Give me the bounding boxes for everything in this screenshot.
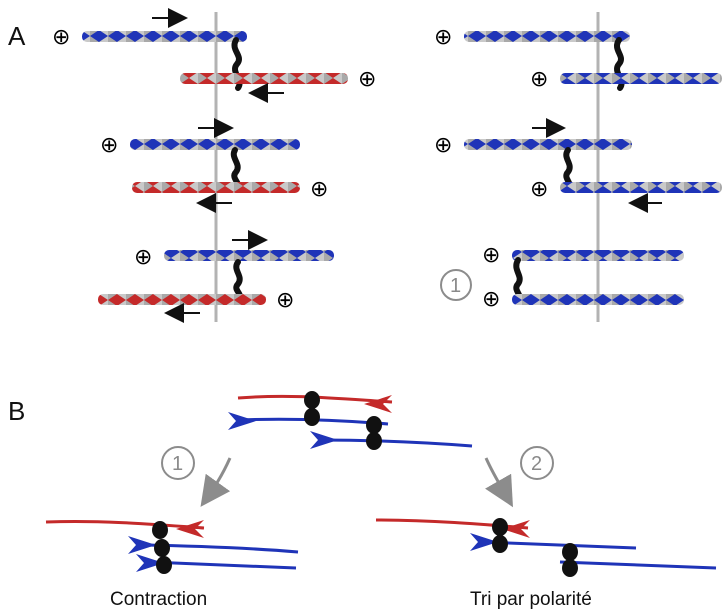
red-filament-line (45, 519, 205, 530)
red-arrowhead (176, 520, 204, 538)
blue-arrowhead (310, 431, 338, 449)
step-one-label: 1 (450, 275, 461, 297)
blue-filament (164, 250, 334, 261)
transition-arrow-left: 1 (161, 446, 232, 507)
blue-arrowhead (228, 412, 256, 430)
myosin-motor-head (492, 518, 508, 536)
curved-arrow-icon (484, 457, 513, 508)
polarity-sorting-configuration: Tri par polarité (375, 518, 717, 610)
step-one-circle (161, 446, 195, 480)
myosin-motor-head (304, 408, 320, 426)
myosin-motor-head (366, 416, 382, 434)
blue-filament (82, 31, 247, 42)
top-configuration (228, 391, 473, 450)
right-row-2: ⊕ ⊕ (434, 118, 722, 213)
myosin-motor-head (492, 535, 508, 553)
plus-end-marker: ⊕ (276, 288, 294, 313)
step-two-label: 2 (531, 453, 542, 475)
myosin-motor (233, 259, 243, 301)
myosin-motor-head (152, 521, 168, 539)
plus-end-marker: ⊕ (134, 245, 152, 270)
blue-arrowhead (470, 533, 498, 551)
plus-end-marker: ⊕ (100, 133, 118, 158)
red-filament (180, 73, 348, 84)
red-arrowhead (364, 395, 392, 413)
plus-end-marker: ⊕ (434, 133, 452, 158)
left-row-3: ⊕ ⊕ (98, 230, 334, 323)
blue-filament-line (559, 560, 717, 570)
blue-filament-line (317, 438, 473, 448)
right-row-1: ⊕ ⊕ (434, 25, 722, 92)
plus-end-marker: ⊕ (52, 25, 70, 50)
blue-filament (130, 139, 300, 150)
blue-filament (560, 182, 722, 193)
step-one-label: 1 (172, 453, 183, 475)
red-filament (98, 294, 266, 305)
contraction-caption: Contraction (110, 589, 207, 610)
contraction-configuration: Contraction (45, 519, 299, 610)
plus-end-marker: ⊕ (434, 25, 452, 50)
left-row-1: ⊕ ⊕ (52, 8, 376, 103)
blue-filament (464, 139, 632, 150)
myosin-motor-head (366, 432, 382, 450)
plus-end-marker: ⊕ (358, 67, 376, 92)
step-two-circle (520, 446, 554, 480)
plus-end-marker: ⊕ (482, 287, 500, 312)
blue-filament (560, 73, 722, 84)
step-one-circle (440, 269, 472, 301)
red-filament (132, 182, 300, 193)
blue-filament (512, 294, 684, 305)
polarity-sorting-caption: Tri par polarité (470, 589, 592, 610)
blue-arrowhead (136, 554, 164, 572)
myosin-motor-head (154, 539, 170, 557)
red-arrowhead (502, 520, 530, 538)
blue-filament (512, 250, 684, 261)
right-row-3: ⊕ 1 ⊕ (440, 243, 684, 312)
panel-b-label: B (8, 396, 25, 426)
panel-a-label: A (8, 21, 26, 51)
left-row-2: ⊕ ⊕ (100, 118, 328, 213)
plus-end-marker: ⊕ (530, 67, 548, 92)
transition-arrow-right: 2 (484, 446, 554, 508)
myosin-motor-head (156, 556, 172, 574)
blue-filament (464, 31, 630, 42)
plus-end-marker: ⊕ (310, 177, 328, 202)
curved-arrow-icon (200, 457, 232, 507)
plus-end-marker: ⊕ (530, 177, 548, 202)
myosin-motor-head (304, 391, 320, 409)
plus-end-marker: ⊕ (482, 243, 500, 268)
myosin-motor-head (562, 543, 578, 561)
blue-arrowhead (128, 536, 156, 554)
myosin-motor-head (562, 559, 578, 577)
